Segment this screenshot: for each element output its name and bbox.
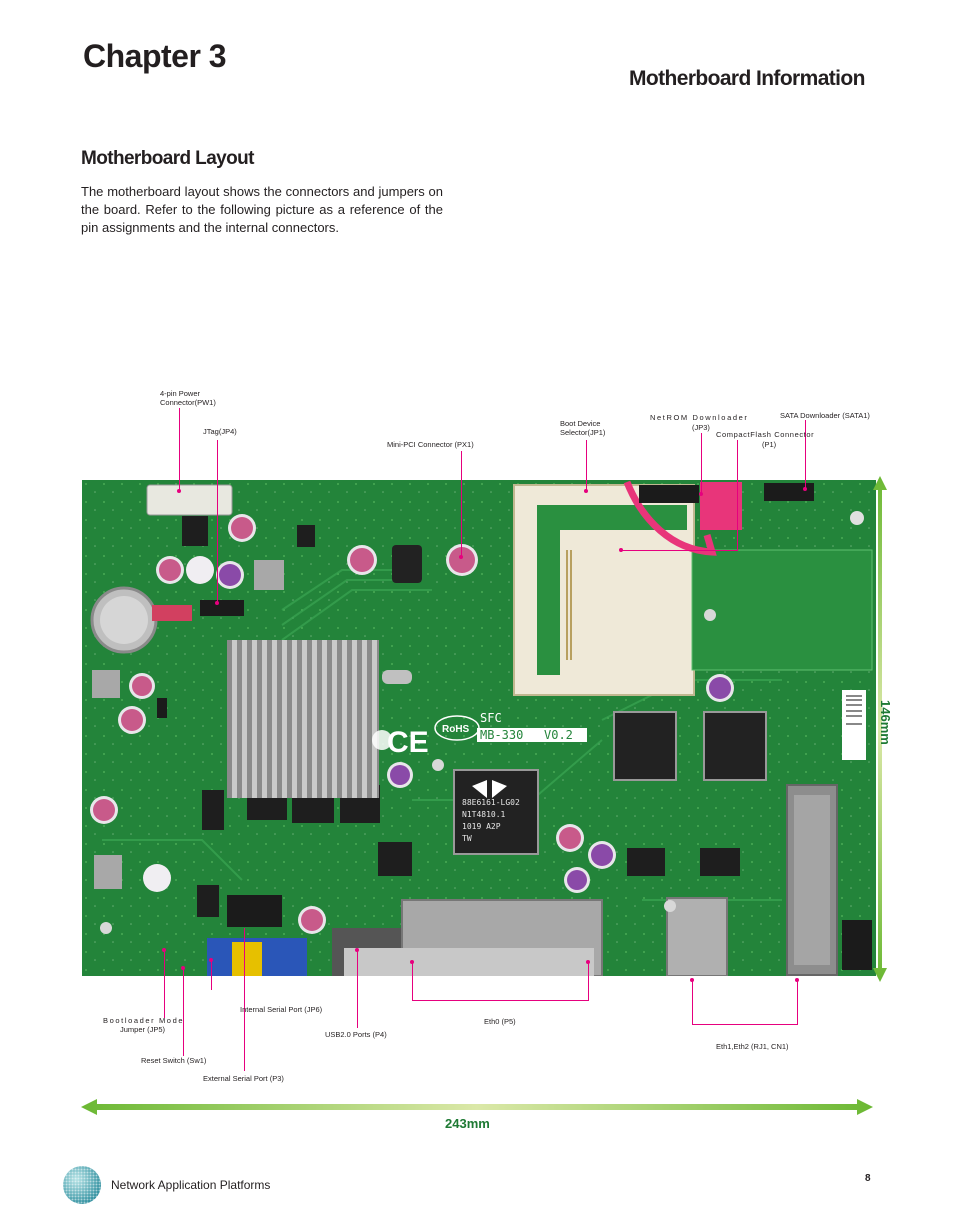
callout-line-rj1-right bbox=[797, 980, 798, 1024]
label-compactflash: CompactFlash Connector bbox=[716, 430, 815, 439]
callout-line-p5-left bbox=[412, 962, 413, 1000]
chip-line-1: 88E6161-LG02 bbox=[462, 798, 520, 807]
callout-line-jp3 bbox=[701, 433, 702, 495]
callout-line-px1 bbox=[461, 451, 462, 558]
label-mini-pci: Mini-PCI Connector (PX1) bbox=[387, 440, 474, 449]
width-dimension-arrow bbox=[81, 1099, 873, 1115]
callout-line-jp4 bbox=[217, 440, 218, 604]
callout-dot-jp1 bbox=[584, 489, 588, 493]
board-model-label: MB-330 bbox=[480, 728, 523, 742]
footer-brand: Network Application Platforms bbox=[111, 1178, 271, 1192]
svg-text:CE: CE bbox=[387, 726, 429, 759]
callout-line-p4 bbox=[357, 950, 358, 1028]
board-rev-label: V0.2 bbox=[544, 728, 573, 742]
callout-line-p5-right bbox=[588, 962, 589, 1000]
callout-line-sata1 bbox=[805, 420, 806, 490]
callout-line-p5-h bbox=[412, 1000, 589, 1001]
chip-line-3: 1019 A2P bbox=[462, 822, 501, 831]
label-netrom-id: (JP3) bbox=[692, 423, 710, 432]
callout-line-jp1 bbox=[586, 440, 587, 492]
intro-paragraph: The motherboard layout shows the connect… bbox=[81, 184, 443, 235]
label-boot-device: Boot Device Selector(JP1) bbox=[560, 419, 606, 437]
callout-dot-sata1 bbox=[803, 487, 807, 491]
callout-dot-p4 bbox=[355, 948, 359, 952]
section-title: Motherboard Information bbox=[629, 67, 865, 90]
label-external-serial: External Serial Port (P3) bbox=[203, 1074, 284, 1083]
callout-dot-p5-left bbox=[410, 960, 414, 964]
label-eth1-eth2: Eth1,Eth2 (RJ1, CN1) bbox=[716, 1042, 789, 1051]
callout-line-sw1 bbox=[183, 968, 184, 1056]
callout-line-p1-h bbox=[622, 550, 738, 551]
width-dimension-label: 243mm bbox=[445, 1116, 490, 1131]
callout-line-p3 bbox=[244, 928, 245, 1071]
height-dimension-label: 146mm bbox=[878, 700, 893, 745]
label-internal-serial: Internal Serial Port (JP6) bbox=[240, 1005, 323, 1014]
board-sfc-label: SFC bbox=[480, 711, 502, 725]
callout-dot-rj1-left bbox=[690, 978, 694, 982]
callout-dot-jp6 bbox=[209, 958, 213, 962]
rohs-mark: RoHS bbox=[442, 724, 470, 735]
callout-dot-px1 bbox=[459, 555, 463, 559]
callout-line-jp6 bbox=[211, 960, 212, 990]
label-reset-switch: Reset Switch (Sw1) bbox=[141, 1056, 207, 1065]
chip-line-4: TW bbox=[462, 834, 472, 843]
callout-dot-pw1 bbox=[177, 489, 181, 493]
callout-line-jp5 bbox=[164, 950, 165, 1018]
label-power-connector: 4-pin Power Connector(PW1) bbox=[160, 389, 216, 407]
callout-line-rj1-h bbox=[692, 1024, 798, 1025]
callout-dot-p1 bbox=[619, 548, 623, 552]
height-dimension-arrow bbox=[873, 476, 887, 982]
chip-line-2: N1T4810.1 bbox=[462, 810, 506, 819]
label-sata: SATA Downloader (SATA1) bbox=[780, 411, 870, 420]
motherboard-illustration: CE RoHS SFC MB-330 V0.2 88E6161-LG02 N1T… bbox=[82, 480, 876, 977]
callout-dot-jp5 bbox=[162, 948, 166, 952]
callout-dot-rj1-right bbox=[795, 978, 799, 982]
callout-line-pw1 bbox=[179, 408, 180, 492]
subsection-title: Motherboard Layout bbox=[81, 148, 254, 169]
chapter-title: Chapter 3 bbox=[83, 38, 227, 74]
label-bootloader-mode: Bootloader Mode bbox=[103, 1016, 185, 1025]
callout-dot-sw1 bbox=[181, 966, 185, 970]
page-number: 8 bbox=[865, 1173, 871, 1184]
label-bootloader-jumper: Jumper (JP5) bbox=[120, 1025, 166, 1034]
label-compactflash-id: (P1) bbox=[762, 440, 777, 449]
label-jtag: JTag(JP4) bbox=[203, 427, 237, 436]
callout-dot-jp4 bbox=[215, 601, 219, 605]
callout-dot-p5-right bbox=[586, 960, 590, 964]
label-eth0: Eth0 (P5) bbox=[484, 1017, 516, 1026]
callout-line-rj1-left bbox=[692, 980, 693, 1024]
callout-dot-jp3 bbox=[699, 492, 703, 496]
globe-logo-icon bbox=[63, 1166, 101, 1204]
label-usb: USB2.0 Ports (P4) bbox=[325, 1030, 387, 1039]
label-netrom: NetROM Downloader bbox=[650, 413, 749, 422]
callout-line-p1-v bbox=[737, 440, 738, 550]
motherboard-photo: CE RoHS SFC MB-330 V0.2 88E6161-LG02 N1T… bbox=[82, 480, 876, 977]
